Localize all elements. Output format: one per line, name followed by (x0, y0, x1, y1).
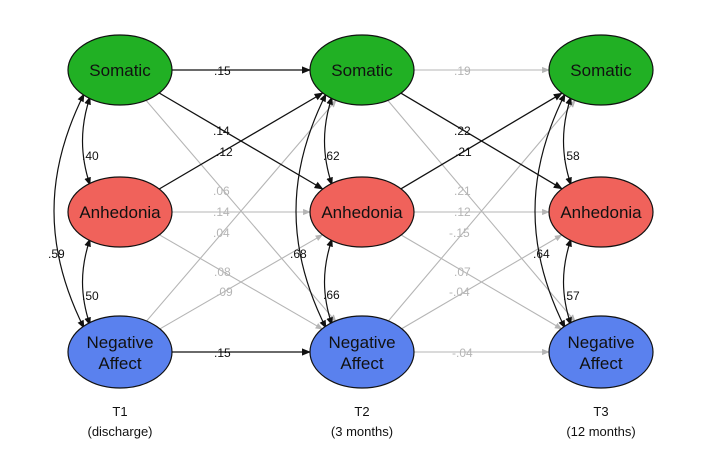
timepoint-label-t3: T3 (593, 404, 608, 419)
path-arrow-a1-s2 (158, 92, 324, 190)
somatic-label: Somatic (331, 61, 393, 80)
somatic-ellipse (548, 34, 654, 106)
node-negative-affect-t1: Negative Affect (67, 315, 173, 389)
node-somatic-t1: Somatic (67, 34, 173, 106)
negative-affect-label-line2: Affect (98, 354, 141, 373)
anhedonia-label: Anhedonia (321, 203, 403, 222)
coef-s1-a2: .14 (213, 124, 230, 138)
timepoint-sublabel-t1: (discharge) (87, 424, 152, 439)
timepoint-sublabel-t3: (12 months) (566, 424, 635, 439)
anhedonia-ellipse (309, 176, 415, 248)
node-anhedonia-t3: Anhedonia (548, 176, 654, 248)
path-arrow-n2-a3 (400, 234, 563, 330)
coef-s1-s2: .15 (214, 64, 231, 78)
path-arrow-n1-s2 (145, 99, 337, 323)
negative-affect-label-line1: Negative (567, 333, 634, 352)
path-arrow-n2-s3 (387, 99, 576, 322)
negative-affect-ellipse (309, 315, 415, 389)
negative-affect-label-line1: Negative (86, 333, 153, 352)
anhedonia-ellipse (548, 176, 654, 248)
path-arrow-n1-a2 (159, 234, 324, 330)
cov-s1-a1: .40 (82, 149, 99, 163)
coef-n2-a3: -.04 (449, 285, 470, 299)
coef-a1-a2: .14 (213, 205, 230, 219)
anhedonia-ellipse (67, 176, 173, 248)
node-somatic-t2: Somatic (309, 34, 415, 106)
significant-paths (158, 66, 563, 356)
node-anhedonia-t2: Anhedonia (309, 176, 415, 248)
coef-s2-a3: .22 (454, 124, 471, 138)
node-negative-affect-t2: Negative Affect (309, 315, 415, 389)
negative-affect-label-line1: Negative (328, 333, 395, 352)
coef-s2-n3: .21 (454, 184, 471, 198)
cov-a1-n1: .50 (82, 289, 99, 303)
timepoint-sublabel-t2: (3 months) (331, 424, 393, 439)
somatic-label: Somatic (570, 61, 632, 80)
negative-affect-label-line2: Affect (579, 354, 622, 373)
coef-a1-n2: .08 (214, 265, 231, 279)
negative-affect-label-line2: Affect (340, 354, 383, 373)
covariance-arc-a1-n1 (81, 238, 91, 326)
node-somatic-t3: Somatic (548, 34, 654, 106)
covariance-coefficients: .40 .50 .59 .62 .66 .68 .58 .57 .64 (48, 149, 580, 303)
timepoint-labels: T1 (discharge) T2 (3 months) T3 (12 mont… (87, 404, 635, 439)
somatic-label: Somatic (89, 61, 151, 80)
negative-affect-ellipse (67, 315, 173, 389)
coef-a2-a3: .12 (454, 205, 471, 219)
covariance-arc-s1-n1 (53, 93, 85, 329)
coef-s2-s3: .19 (454, 64, 471, 78)
coef-a2-s3: .21 (455, 145, 472, 159)
covariance-arc-s2-a2 (323, 96, 333, 186)
cov-a2-n2: .66 (323, 288, 340, 302)
cov-a3-n3: .57 (563, 289, 580, 303)
node-negative-affect-t3: Negative Affect (548, 315, 654, 389)
covariance-arc-s3-a3 (562, 96, 572, 186)
node-anhedonia-t1: Anhedonia (67, 176, 173, 248)
nonsignificant-paths (145, 66, 576, 356)
negative-affect-ellipse (548, 315, 654, 389)
cov-s2-a2: .62 (323, 149, 340, 163)
coef-n1-a2: .09 (216, 285, 233, 299)
anhedonia-label: Anhedonia (79, 203, 161, 222)
cov-s2-n2: .68 (290, 247, 307, 261)
coef-n2-s3: -.15 (449, 226, 470, 240)
cov-s3-a3: .58 (563, 149, 580, 163)
covariance-arc-s3-n3 (534, 93, 566, 329)
coef-n1-n2: .15 (214, 346, 231, 360)
coef-a2-n3: .07 (454, 265, 471, 279)
somatic-ellipse (309, 34, 415, 106)
covariance-arc-a2-n2 (323, 238, 333, 326)
somatic-ellipse (67, 34, 173, 106)
path-arrow-a2-s3 (400, 92, 563, 190)
covariance-arc-a3-n3 (562, 238, 572, 326)
coef-a1-s2: .12 (216, 145, 233, 159)
cov-s3-n3: .64 (533, 247, 550, 261)
timepoint-label-t1: T1 (112, 404, 127, 419)
coef-s1-n2: .06 (213, 184, 230, 198)
coef-n2-n3: -.04 (452, 346, 473, 360)
covariance-arcs (53, 93, 572, 329)
covariance-arc-s2-n2 (295, 93, 327, 329)
anhedonia-label: Anhedonia (560, 203, 642, 222)
coef-n1-s2: .04 (213, 226, 230, 240)
covariance-arc-s1-a1 (81, 96, 91, 186)
timepoint-label-t2: T2 (354, 404, 369, 419)
path-coefficients: .15 .14 .12 .06 .14 .04 .08 .09 .15 .19 … (213, 64, 473, 360)
cov-s1-n1: .59 (48, 247, 65, 261)
